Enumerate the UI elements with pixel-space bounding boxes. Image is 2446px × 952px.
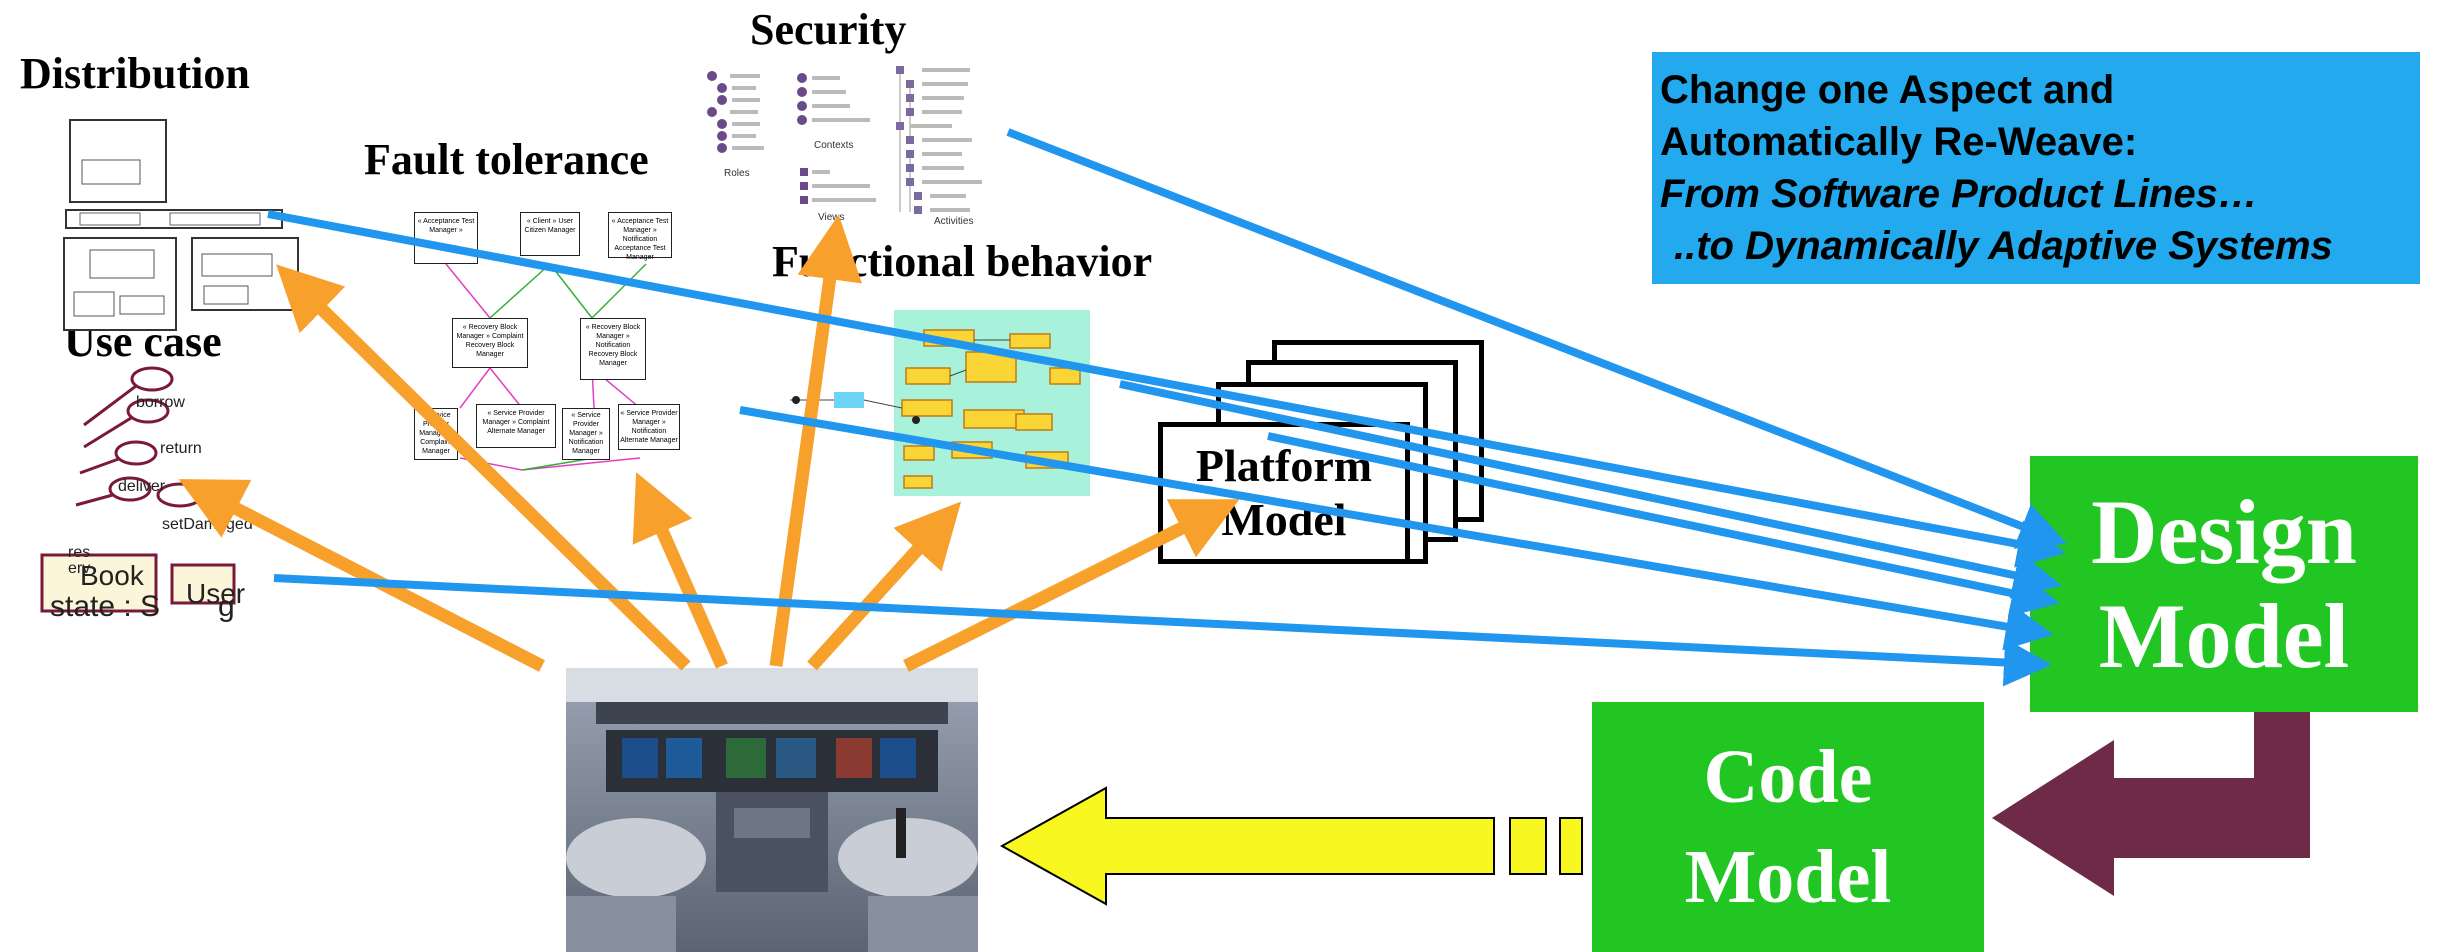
uc-label-return: return (160, 440, 202, 457)
uc-attr-tail: g (218, 590, 235, 623)
uc-class-book: Book (80, 560, 144, 591)
orange-arrows (178, 214, 1240, 672)
ft-complaint-recovery-block-manager: « Recovery Block Manager » Complaint Rec… (452, 318, 528, 368)
cockpit-photo (566, 668, 978, 952)
code-model-box: Code Model (1592, 702, 1984, 952)
blue-arrows (267, 128, 2067, 687)
code-model-line2: Model (1684, 835, 1892, 919)
design-model-line2: Model (2098, 585, 2350, 687)
callout-box: Change one Aspect and Automatically Re-W… (1652, 52, 2420, 284)
security-diagram (707, 66, 982, 214)
security-label-roles: Roles (724, 168, 750, 179)
yellow-arrow (999, 786, 1583, 906)
maroon-arrow (1992, 712, 2310, 896)
distribution-diagram (63, 119, 299, 331)
ft-notification-recovery-block-manager: « Recovery Block Manager » Notification … (580, 318, 646, 380)
fault-tolerance-connectors (445, 263, 647, 471)
security-label-activities: Activities (934, 216, 974, 227)
callout-line4: ..to Dynamically Adaptive Systems (1674, 224, 2333, 268)
heading-distribution: Distribution (20, 49, 250, 98)
uc-class-user: User (186, 578, 246, 609)
design-model-line1: Design (2091, 481, 2357, 583)
heading-security: Security (750, 5, 907, 54)
callout-line2: Automatically Re-Weave: (1660, 120, 2138, 164)
ft-complaint-alternate-manager: « Service Provider Manager » Complaint A… (476, 404, 556, 448)
uc-label-erv: erv (68, 560, 91, 577)
ft-user-citizen-manager: « Client » User Citizen Manager (520, 212, 580, 256)
security-label-contexts: Contexts (814, 140, 854, 151)
ft-notification-manager: « Service Provider Manager » Notificatio… (562, 408, 610, 460)
heading-fault-tolerance: Fault tolerance (364, 135, 649, 184)
code-model-line1: Code (1703, 735, 1873, 819)
ft-notification-alternate-manager: « Service Provider Manager » Notificatio… (618, 404, 680, 450)
callout-line1: Change one Aspect and (1660, 68, 2115, 112)
ft-notification-acceptance-test-manager: « Acceptance Test Manager » Notification… (608, 212, 672, 261)
uc-label-borrow: borrow (136, 394, 185, 411)
design-model-box: Design Model (2030, 456, 2418, 712)
cockpit-illustration (566, 668, 978, 952)
uc-attr-state: state : S (50, 590, 161, 623)
callout-line3: From Software Product Lines… (1660, 172, 2258, 216)
uc-label-res: res (68, 544, 91, 561)
uc-label-deliver: deliver (118, 478, 166, 495)
